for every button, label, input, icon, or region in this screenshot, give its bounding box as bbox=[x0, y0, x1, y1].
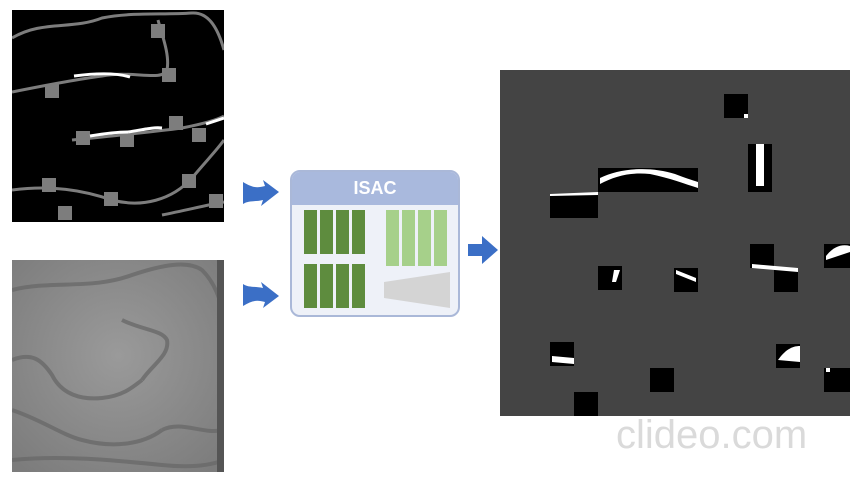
light-green-bar bbox=[434, 210, 447, 266]
isac-model-block: ISAC bbox=[290, 170, 460, 317]
dark-green-bar bbox=[320, 210, 333, 254]
retina-photo-drawing bbox=[11, 260, 226, 472]
decoder-funnel-shape bbox=[384, 272, 450, 308]
vessel-mask-image bbox=[11, 10, 226, 222]
watermark-text: clideo.com bbox=[616, 413, 808, 457]
light-green-bar bbox=[418, 210, 431, 266]
output-prediction-image bbox=[500, 70, 850, 416]
arrow-right-icon bbox=[243, 180, 279, 206]
retina-photo-image bbox=[11, 260, 226, 472]
vessel-mask-drawing bbox=[11, 11, 226, 220]
dark-green-bar bbox=[352, 264, 365, 308]
light-green-bar bbox=[386, 210, 399, 266]
dark-green-bar bbox=[336, 264, 349, 308]
dark-green-bar bbox=[336, 210, 349, 254]
dark-green-bar bbox=[320, 264, 333, 308]
dark-green-bar bbox=[352, 210, 365, 254]
arrow-right-icon bbox=[243, 282, 279, 308]
output-prediction-drawing bbox=[550, 94, 850, 416]
dark-green-bar bbox=[304, 210, 317, 254]
light-green-bar bbox=[402, 210, 415, 266]
dark-green-bar bbox=[304, 264, 317, 308]
arrow-right-icon bbox=[468, 236, 498, 264]
model-label: ISAC bbox=[292, 172, 458, 205]
